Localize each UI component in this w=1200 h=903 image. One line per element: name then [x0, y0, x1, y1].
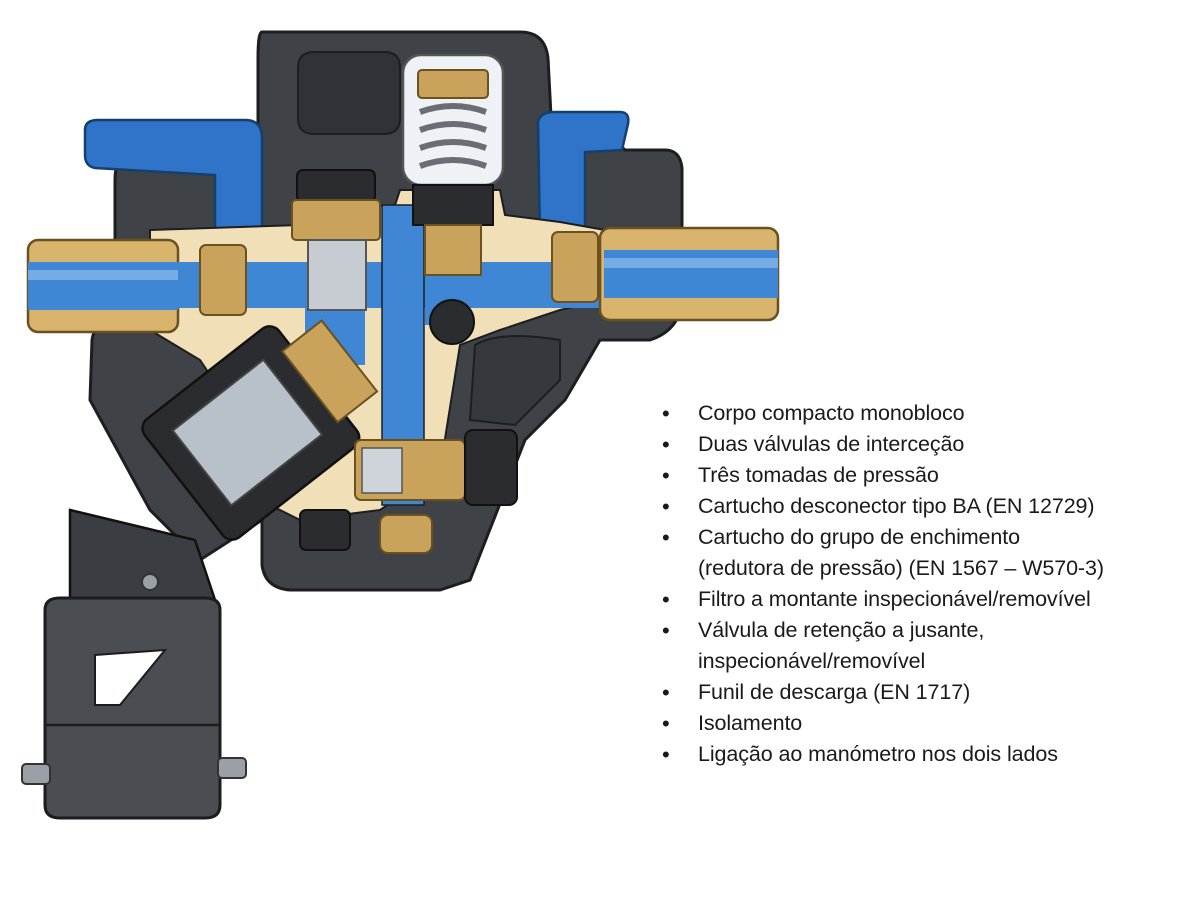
- feature-text: Cartucho do grupo de enchimento: [698, 525, 1021, 549]
- funnel-screw-left: [21, 763, 51, 785]
- reducer-nut: [417, 69, 489, 99]
- right-pipe-highlight: [604, 258, 778, 268]
- left-handle: [83, 118, 264, 242]
- insulation-pocket: [297, 51, 401, 135]
- feature-text: Corpo compacto monobloco: [698, 401, 965, 425]
- feature-item: Corpo compacto monobloco: [660, 398, 1180, 429]
- funnel-window: [94, 648, 168, 706]
- feature-item: Três tomadas de pressão: [660, 460, 1180, 491]
- left-pipe-water: [28, 262, 178, 310]
- insulation-pocket-right: [468, 335, 561, 427]
- filter-cap: [296, 169, 376, 203]
- right-ball-valve: [551, 231, 599, 303]
- reducer-spring: [418, 103, 488, 169]
- check-valve-cap: [464, 429, 518, 506]
- feature-text: Duas válvulas de interceção: [698, 432, 965, 456]
- left-pipe-highlight: [28, 270, 178, 280]
- feature-item: Duas válvulas de interceção: [660, 429, 1180, 460]
- feature-item: Cartucho desconector tipo BA (EN 12729): [660, 491, 1180, 522]
- funnel-body: [43, 596, 222, 820]
- feature-text: Funil de descarga (EN 1717): [698, 680, 971, 704]
- feature-item: Isolamento: [660, 708, 1180, 739]
- funnel-screw-top: [141, 573, 159, 591]
- feature-text: (redutora de pressão) (EN 1567 – W570-3): [698, 556, 1104, 580]
- feature-text: Isolamento: [698, 711, 803, 735]
- feature-item: Filtro a montante inspecionável/removíve…: [660, 584, 1180, 615]
- feature-item: Válvula de retenção a jusante, inspecioná…: [660, 615, 1180, 677]
- feature-text: Três tomadas de pressão: [698, 463, 939, 487]
- right-pipe-water: [604, 250, 778, 298]
- feature-text: inspecionável/removível: [698, 649, 926, 673]
- funnel-screw-right: [217, 757, 247, 779]
- bottom-plug-left: [299, 509, 351, 551]
- valve-cutaway-illustration: [21, 30, 780, 820]
- check-valve-spring: [361, 447, 403, 494]
- filter-mesh: [307, 239, 367, 311]
- feature-text: Válvula de retenção a jusante,: [698, 618, 985, 642]
- feature-item: Funil de descarga (EN 1717): [660, 677, 1180, 708]
- filter-nut: [291, 199, 381, 241]
- reducer-body: [412, 184, 494, 226]
- pressure-port: [429, 299, 475, 345]
- right-handle: [536, 110, 630, 240]
- disconnector-cartridge: [141, 319, 379, 541]
- feature-list: Corpo compacto monoblocoDuas válvulas de…: [660, 398, 1180, 770]
- feature-text: Ligação ao manómetro nos dois lados: [698, 742, 1058, 766]
- feature-text: Cartucho desconector tipo BA (EN 12729): [698, 494, 1095, 518]
- feature-item: Ligação ao manómetro nos dois lados: [660, 739, 1180, 770]
- reducer-lower: [424, 224, 482, 276]
- feature-text: Filtro a montante inspecionável/removíve…: [698, 587, 1091, 611]
- bottom-plug-right: [379, 514, 433, 554]
- left-ball-valve: [199, 244, 247, 316]
- feature-item: Cartucho do grupo de enchimento (redutora…: [660, 522, 1180, 584]
